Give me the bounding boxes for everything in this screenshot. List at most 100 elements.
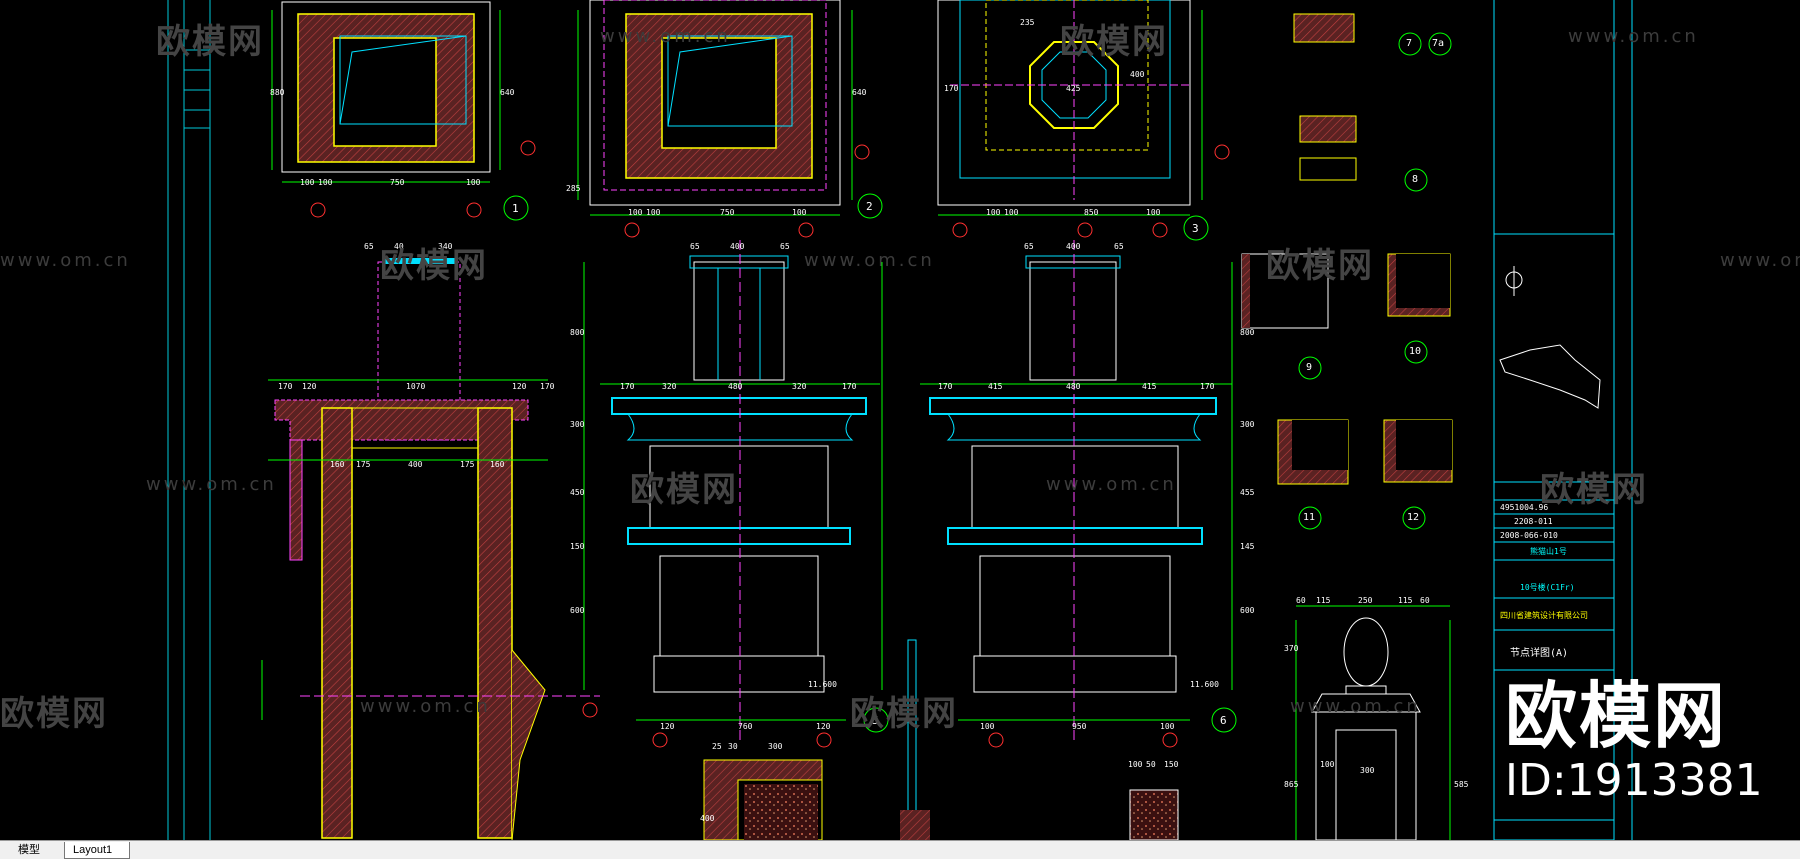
detail-6-elevation bbox=[920, 240, 1237, 748]
d4-top-c: 340 bbox=[438, 242, 453, 251]
finial-top-c: 250 bbox=[1358, 596, 1373, 605]
title-row-1: 2208-011 bbox=[1514, 517, 1553, 526]
d6-h-e: 600 bbox=[1240, 606, 1255, 615]
finial-top-d: 115 bbox=[1398, 596, 1413, 605]
d4-r2-a: 160 bbox=[330, 460, 345, 469]
left-frame bbox=[167, 0, 211, 840]
finial-mid-b: 300 bbox=[1360, 766, 1375, 775]
detail-12-number: 12 bbox=[1407, 512, 1420, 523]
d1-number: 1 bbox=[512, 202, 519, 215]
title-block bbox=[1493, 0, 1633, 840]
bottom-row-c: 300 bbox=[768, 742, 783, 751]
finial-h-b: 865 bbox=[1284, 780, 1299, 789]
d6-r1-c: 480 bbox=[1066, 382, 1081, 391]
d5-r1-c: 480 bbox=[728, 382, 743, 391]
d6-top-c: 65 bbox=[1114, 242, 1124, 251]
d2-dim-a: 100 bbox=[628, 208, 643, 217]
d5-top-a: 65 bbox=[690, 242, 700, 251]
d4-r1-c: 1070 bbox=[406, 382, 426, 391]
d6-base-a: 100 bbox=[980, 722, 995, 731]
detail-11-number: 11 bbox=[1303, 512, 1316, 523]
cad-drawing bbox=[167, 0, 1633, 840]
title-row-4: 10号楼(C1Fr) bbox=[1520, 583, 1575, 592]
finial-h-a: 370 bbox=[1284, 644, 1299, 653]
d5-number: 5 bbox=[872, 714, 879, 727]
bottom-foot-a: 100 bbox=[1128, 760, 1143, 769]
d6-r1-d: 415 bbox=[1142, 382, 1157, 391]
d1-dim-a: 100 bbox=[300, 178, 315, 187]
brand-name: 欧模网 bbox=[1505, 674, 1728, 758]
finial-mid-a: 100 bbox=[1320, 760, 1335, 769]
d6-top-a: 65 bbox=[1024, 242, 1034, 251]
d2-number: 2 bbox=[866, 200, 873, 213]
d5-h-b: 300 bbox=[570, 420, 585, 429]
title-row-5: 四川省建筑设计有限公司 bbox=[1500, 611, 1588, 620]
title-row-2: 2008-066-010 bbox=[1500, 531, 1558, 540]
d6-base-b: 950 bbox=[1072, 722, 1087, 731]
d1-dim-c: 750 bbox=[390, 178, 405, 187]
d6-r1-e: 170 bbox=[1200, 382, 1215, 391]
bottom-details bbox=[703, 639, 1179, 840]
d2-dim-d: 100 bbox=[792, 208, 807, 217]
d5-top-b: 400 bbox=[730, 242, 745, 251]
bottom-foot-c: 150 bbox=[1164, 760, 1179, 769]
d2-dim-b: 100 bbox=[646, 208, 661, 217]
d4-r1-b: 120 bbox=[302, 382, 317, 391]
d6-h-b: 300 bbox=[1240, 420, 1255, 429]
finial-top-a: 60 bbox=[1296, 596, 1306, 605]
d4-r2-c: 400 bbox=[408, 460, 423, 469]
d4-r1-e: 170 bbox=[540, 382, 555, 391]
d5-r1-d: 320 bbox=[792, 382, 807, 391]
detail-10-number: 10 bbox=[1409, 346, 1422, 357]
d4-r2-d: 175 bbox=[460, 460, 475, 469]
detail-7a-number: 7a bbox=[1432, 38, 1445, 49]
d5-r1-b: 320 bbox=[662, 382, 677, 391]
detail-9-number: 9 bbox=[1306, 362, 1313, 373]
detail-5-elevation bbox=[583, 240, 889, 748]
d5-base-c: 120 bbox=[816, 722, 831, 731]
d1-h-a: 880 bbox=[270, 88, 285, 97]
d3-top-a: 235 bbox=[1020, 18, 1035, 27]
d3-dim-b: 100 bbox=[1004, 208, 1019, 217]
d2-h-b: 285 bbox=[566, 184, 581, 193]
d4-r1-d: 120 bbox=[512, 382, 527, 391]
finial-h-c: 585 bbox=[1454, 780, 1469, 789]
detail-8-number: 8 bbox=[1412, 174, 1419, 185]
d4-r2-e: 160 bbox=[490, 460, 505, 469]
d1-dim-b: 100 bbox=[318, 178, 333, 187]
d4-top-a: 65 bbox=[364, 242, 374, 251]
d2-h-a: 640 bbox=[852, 88, 867, 97]
d6-h-c: 455 bbox=[1240, 488, 1255, 497]
d6-h-d: 145 bbox=[1240, 542, 1255, 551]
brand-id: ID:1913381 bbox=[1505, 755, 1763, 806]
dimension-labels: 100 100 750 100 880 640 1 100 100 750 10… bbox=[270, 18, 1588, 823]
title-row-6: 节点详图(A) bbox=[1510, 648, 1569, 659]
d3-number: 3 bbox=[1192, 222, 1199, 235]
d1-h-b: 640 bbox=[500, 88, 515, 97]
tab-model[interactable]: 模型 bbox=[18, 844, 40, 856]
title-row-0: 4951004.96 bbox=[1500, 503, 1549, 512]
tab-layout1[interactable]: Layout1 bbox=[64, 842, 130, 859]
cad-model-space[interactable]: 100 100 750 100 880 640 1 100 100 750 10… bbox=[0, 0, 1800, 840]
d5-base-a: 120 bbox=[660, 722, 675, 731]
d3-dim-d: 100 bbox=[1146, 208, 1161, 217]
d6-r1-a: 170 bbox=[938, 382, 953, 391]
bottom-row-b: 30 bbox=[728, 742, 738, 751]
small-details bbox=[1241, 13, 1453, 530]
d5-r1-e: 170 bbox=[842, 382, 857, 391]
d3-top-c: 425 bbox=[1066, 84, 1081, 93]
detail-1-plan bbox=[271, 1, 536, 221]
d5-top-c: 65 bbox=[780, 242, 790, 251]
d6-elev: 11.600 bbox=[1190, 680, 1219, 689]
bottom-row-a: 25 bbox=[712, 742, 722, 751]
d4-r1-a: 170 bbox=[278, 382, 293, 391]
d2-dim-c: 750 bbox=[720, 208, 735, 217]
d5-h-c: 450 bbox=[570, 488, 585, 497]
d6-top-b: 400 bbox=[1066, 242, 1081, 251]
bottom-dim-a: 400 bbox=[700, 814, 715, 823]
d5-h-d: 150 bbox=[570, 542, 585, 551]
bottom-foot-b: 50 bbox=[1146, 760, 1156, 769]
finial-top-b: 115 bbox=[1316, 596, 1331, 605]
site-map bbox=[1499, 266, 1601, 409]
finial-top-e: 60 bbox=[1420, 596, 1430, 605]
